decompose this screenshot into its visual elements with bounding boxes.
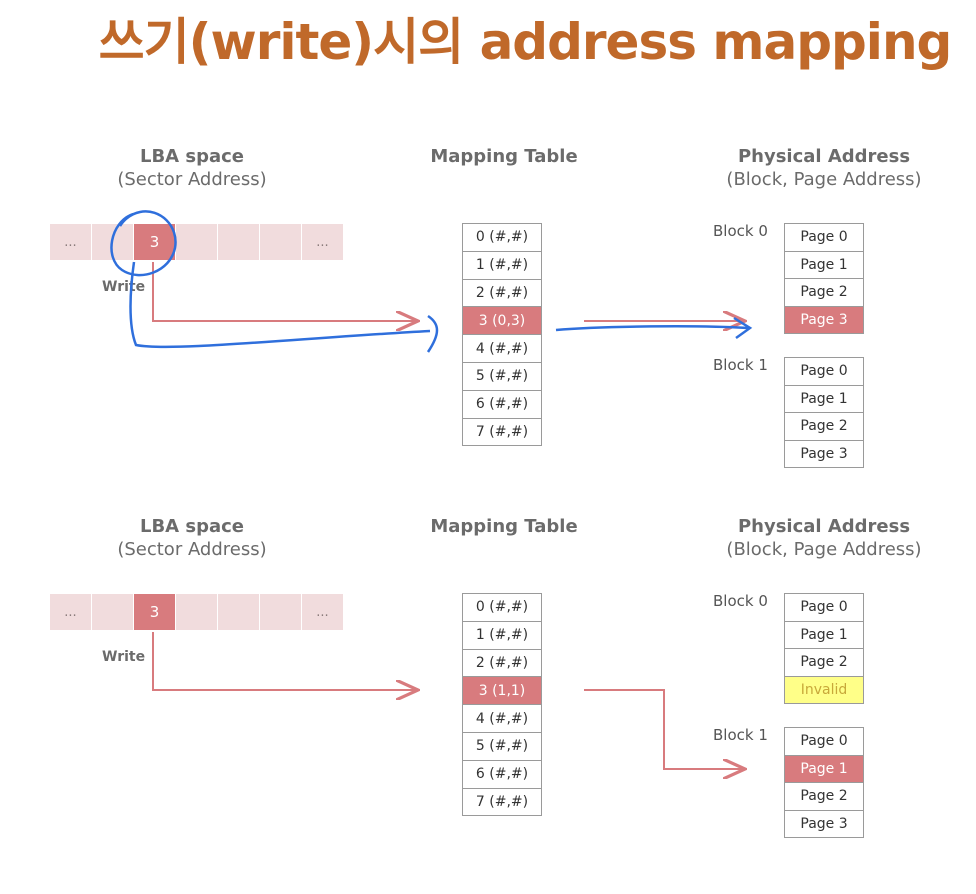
phys-header: Physical Address (Block, Page Address) xyxy=(694,145,954,191)
lba-cell: ... xyxy=(50,594,92,630)
lba-cell: ... xyxy=(50,224,92,260)
annotation-stroke xyxy=(129,261,431,349)
mapping-table: 0 (#,#) 1 (#,#) 2 (#,#) 3 (1,1) 4 (#,#) … xyxy=(462,593,542,817)
page-cell-highlighted: Page 3 xyxy=(785,306,863,333)
block-label: Block 1 xyxy=(713,726,768,744)
lba-cell xyxy=(176,224,218,260)
lba-header-title: LBA space xyxy=(139,516,244,537)
table-row: 0 (#,#) xyxy=(463,594,541,622)
lba-header-title: LBA space xyxy=(139,146,244,167)
mapping-table: 0 (#,#) 1 (#,#) 2 (#,#) 3 (0,3) 4 (#,#) … xyxy=(462,223,542,447)
lba-header: LBA space (Sector Address) xyxy=(62,145,322,191)
page-title: 쓰기(write)시의 address mapping xyxy=(98,13,953,71)
page-cell: Page 1 xyxy=(785,621,863,649)
lba-cell: ... xyxy=(302,594,344,630)
table-row: 2 (#,#) xyxy=(463,649,541,678)
table-row: 7 (#,#) xyxy=(463,788,541,816)
page-cell: Page 2 xyxy=(785,783,863,811)
map-header-title: Mapping Table xyxy=(430,146,578,167)
lba-cell xyxy=(218,224,260,260)
annotation-circle xyxy=(110,210,177,277)
phys-header-title: Physical Address xyxy=(737,146,911,167)
phys-header-sub: (Block, Page Address) xyxy=(726,539,922,560)
lba-cell: ... xyxy=(302,224,344,260)
table-row: 6 (#,#) xyxy=(463,760,541,789)
page-cell: Page 1 xyxy=(785,251,863,279)
map-header-title: Mapping Table xyxy=(430,516,578,537)
map-header: Mapping Table xyxy=(374,515,634,538)
page-cell: Page 0 xyxy=(785,358,863,386)
table-row-highlighted: 3 (0,3) xyxy=(463,307,541,336)
arrow-lba-to-table xyxy=(152,262,418,321)
arrow-lba-to-table xyxy=(152,632,418,690)
page-cell: Page 0 xyxy=(785,224,863,252)
table-row: 5 (#,#) xyxy=(463,732,541,761)
block-0-pages: Page 0 Page 1 Page 2 Page 3 xyxy=(784,223,864,334)
lba-row: ... 3 ... xyxy=(50,594,344,630)
map-header: Mapping Table xyxy=(374,145,634,168)
annotation-arrowhead xyxy=(426,314,439,353)
page-cell: Page 1 xyxy=(785,385,863,413)
write-label: Write xyxy=(102,279,146,295)
lba-header-sub: (Sector Address) xyxy=(117,169,267,190)
lba-cell xyxy=(218,594,260,630)
table-row: 5 (#,#) xyxy=(463,362,541,391)
lba-header-sub: (Sector Address) xyxy=(117,539,267,560)
lba-cell xyxy=(176,594,218,630)
page-cell: Page 0 xyxy=(785,728,863,756)
block-0-pages: Page 0 Page 1 Page 2 Invalid xyxy=(784,593,864,704)
page-cell: Page 2 xyxy=(785,279,863,307)
table-row: 7 (#,#) xyxy=(463,418,541,446)
lba-header: LBA space (Sector Address) xyxy=(62,515,322,561)
page-cell: Page 0 xyxy=(785,594,863,622)
table-row: 2 (#,#) xyxy=(463,279,541,308)
arrow-table-to-page xyxy=(584,689,745,769)
table-row: 1 (#,#) xyxy=(463,251,541,280)
phys-header-sub: (Block, Page Address) xyxy=(726,169,922,190)
block-1-pages: Page 0 Page 1 Page 2 Page 3 xyxy=(784,727,864,838)
table-row: 6 (#,#) xyxy=(463,390,541,419)
block-label: Block 0 xyxy=(713,592,768,610)
table-row-highlighted: 3 (1,1) xyxy=(463,677,541,706)
page-cell-highlighted: Page 1 xyxy=(785,755,863,783)
page-cell: Page 3 xyxy=(785,440,863,467)
block-label: Block 1 xyxy=(713,356,768,374)
table-row: 1 (#,#) xyxy=(463,621,541,650)
lba-cell xyxy=(260,224,302,260)
annotation-stroke xyxy=(555,325,749,332)
table-row: 4 (#,#) xyxy=(463,705,541,733)
lba-cell xyxy=(92,594,134,630)
phys-header: Physical Address (Block, Page Address) xyxy=(694,515,954,561)
lba-cell xyxy=(260,594,302,630)
table-row: 4 (#,#) xyxy=(463,335,541,363)
page-cell: Page 3 xyxy=(785,810,863,837)
page-cell: Page 2 xyxy=(785,649,863,677)
table-row: 0 (#,#) xyxy=(463,224,541,252)
write-label: Write xyxy=(102,649,146,665)
lba-cell-highlighted: 3 xyxy=(134,594,176,630)
page-cell: Page 2 xyxy=(785,413,863,441)
block-1-pages: Page 0 Page 1 Page 2 Page 3 xyxy=(784,357,864,468)
page-cell-invalid: Invalid xyxy=(785,676,863,703)
annotation-arrowhead xyxy=(733,316,753,340)
block-label: Block 0 xyxy=(713,222,768,240)
phys-header-title: Physical Address xyxy=(737,516,911,537)
